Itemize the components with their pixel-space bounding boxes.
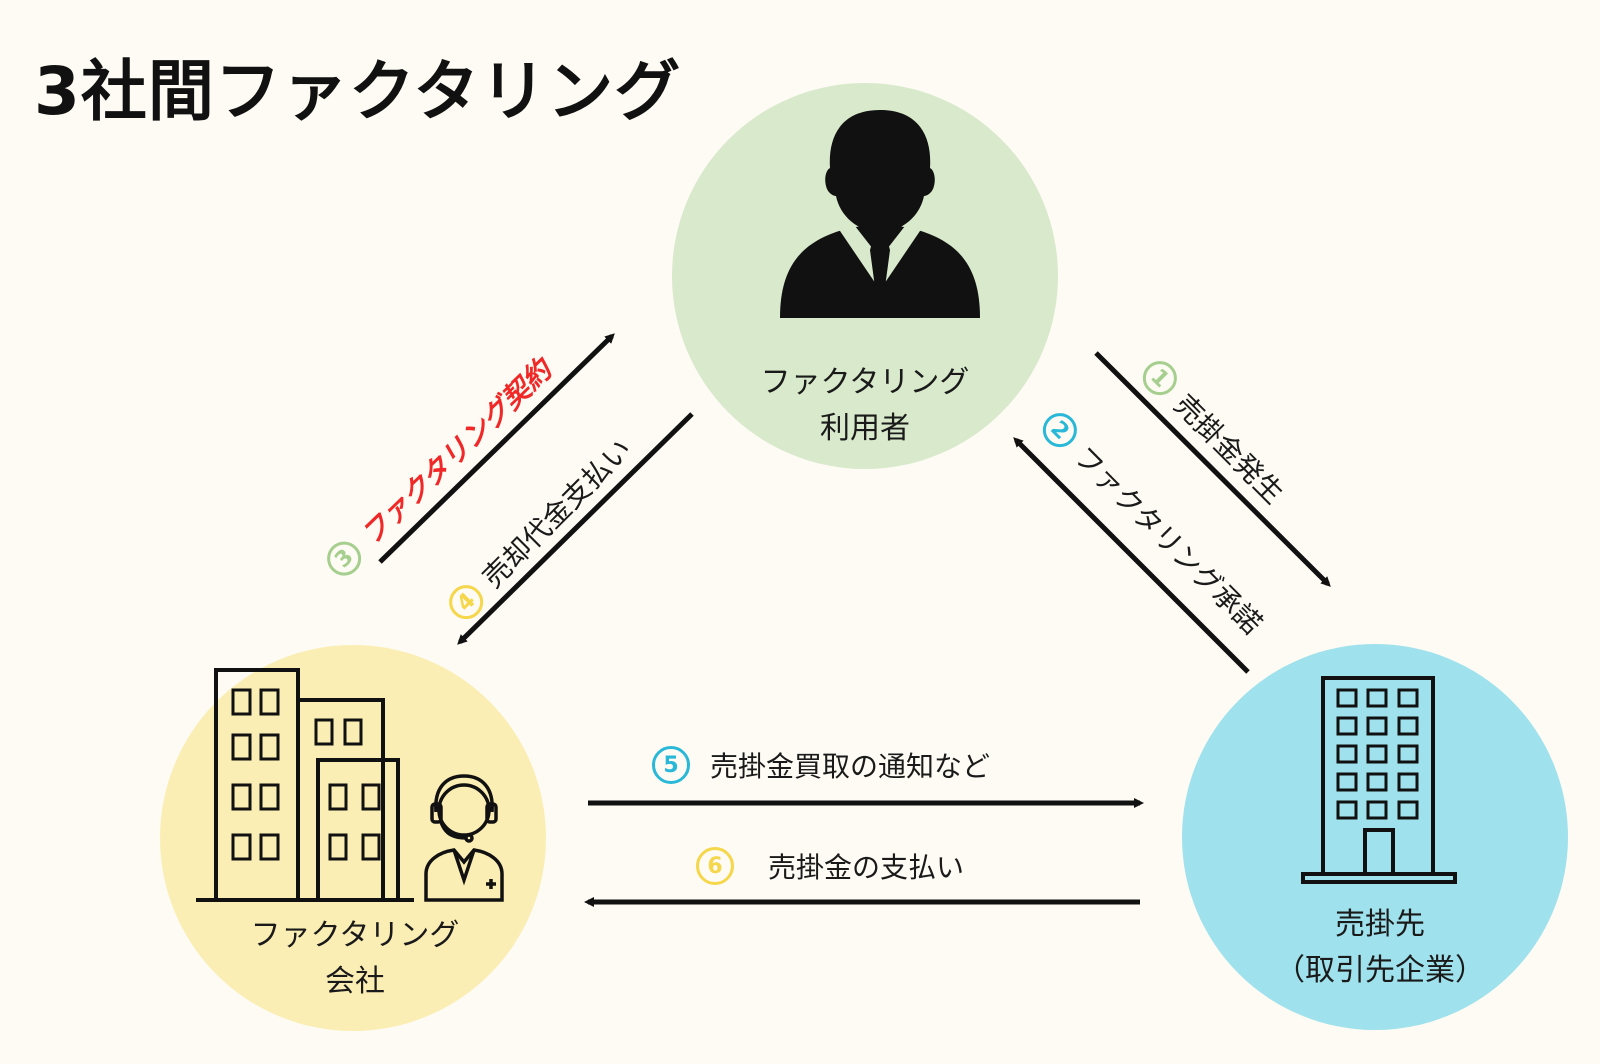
factoring-company-node-label: ファクタリング 会社 [250, 918, 460, 999]
arrow-1-receivable [1094, 351, 1331, 587]
factoring-company-node-circle [160, 645, 546, 1031]
step-5-label: 5 売掛金買取の通知など [652, 745, 990, 785]
businessman-icon [780, 110, 980, 318]
user-node-label: ファクタリング 利用者 [760, 365, 970, 446]
step-6-number: 6 [696, 847, 734, 885]
operator-headset-icon [424, 774, 504, 902]
arrow-2-approval [1013, 437, 1250, 674]
customer-node-circle [1182, 644, 1568, 1030]
arrow-4-payment [457, 412, 694, 645]
arrow-3-contract [378, 333, 615, 564]
customer-node-label: 売掛先 （取引先企業） [1275, 907, 1485, 988]
step-5-number: 5 [652, 746, 690, 784]
office-buildings-icon [196, 668, 414, 902]
step-6-label: 6 売掛金の支払い [696, 846, 964, 886]
page-title: 3社間ファクタリング [34, 53, 682, 130]
customer-building-icon [1301, 676, 1457, 884]
